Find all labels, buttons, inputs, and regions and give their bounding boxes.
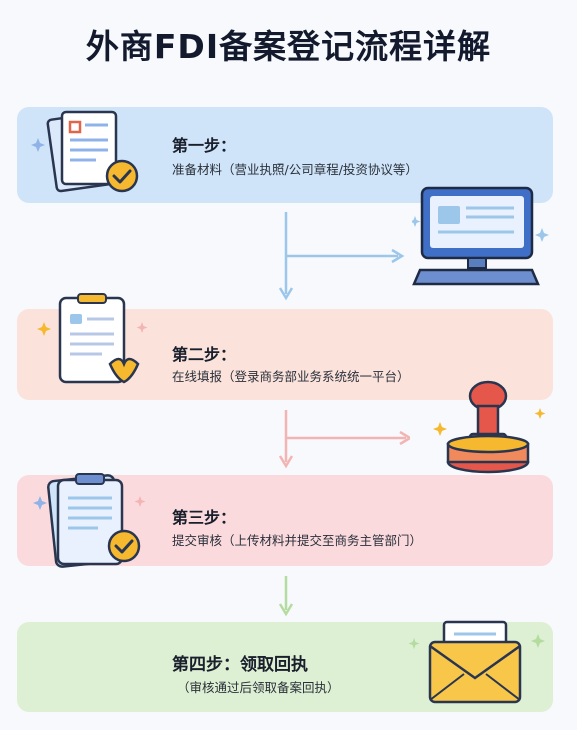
clipboard-check-icon (32, 470, 150, 572)
page-title: 外商FDI备案登记流程详解 (85, 27, 492, 66)
step-3-desc: 提交审核（上传材料并提交至商务主管部门） (172, 533, 423, 548)
step-4-title: 第四步：领取回执 (172, 655, 308, 675)
step-1-desc: 准备材料（营业执照/公司章程/投资协议等） (172, 162, 418, 177)
clipboard-form-icon (32, 292, 150, 392)
step-3-title: 第三步： (172, 508, 237, 527)
document-check-icon (30, 108, 142, 198)
computer-monitor-icon (412, 184, 552, 292)
rubber-stamp-icon (432, 378, 552, 478)
step-1-title: 第一步： (172, 136, 237, 155)
envelope-icon (404, 614, 554, 714)
connector-arrow-1 (270, 210, 410, 304)
connector-arrow-3 (270, 574, 304, 618)
step-4-desc: （审核通过后领取备案回执） (177, 680, 340, 695)
connector-arrow-2 (270, 408, 410, 470)
step-2-title: 第二步： (172, 345, 237, 364)
step-2-desc: 在线填报（登录商务部业务系统统一平台） (172, 369, 410, 384)
